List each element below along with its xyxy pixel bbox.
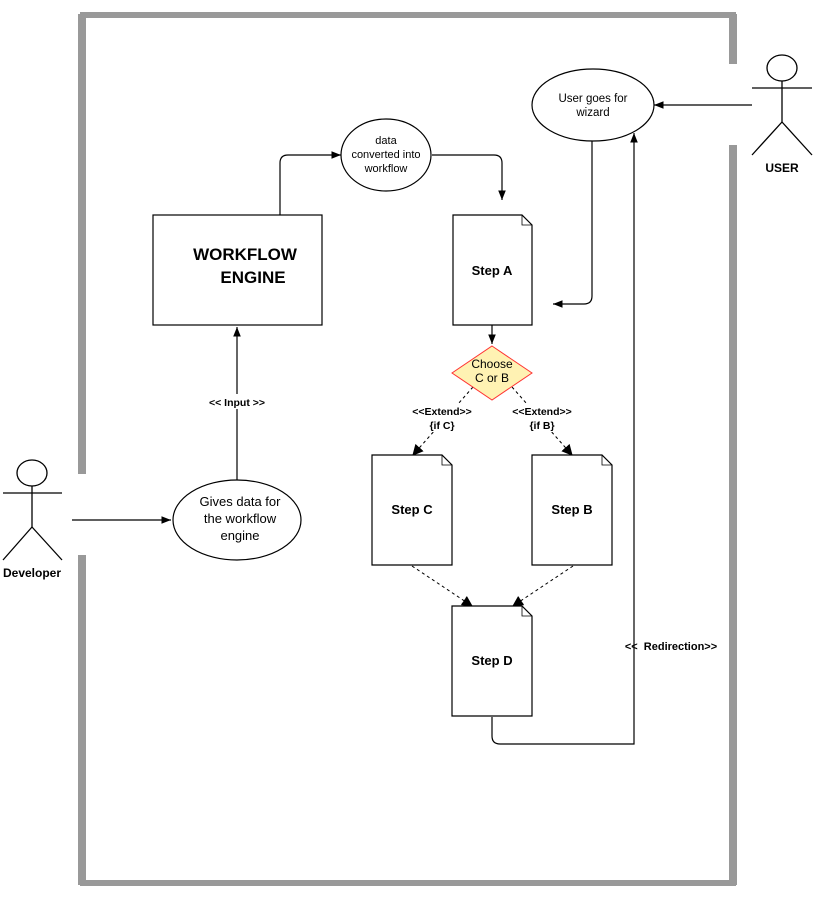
step-label: Step B <box>551 502 592 517</box>
use-case-label-line: converted into <box>351 149 420 161</box>
edge-label-text: << Input >> <box>209 397 265 409</box>
edge-engine-to-data <box>279 151 341 215</box>
boundary-top <box>80 12 736 18</box>
boundary-left-lower <box>78 555 86 885</box>
edge-wizard-to-step-a <box>553 140 593 308</box>
step-a-node[interactable]: Step A <box>452 214 533 326</box>
stick-figure-icon <box>2 459 63 561</box>
step-b-node[interactable]: Step B <box>531 454 613 566</box>
use-case-label-line: User goes for <box>558 93 627 105</box>
page-fold-icon <box>441 455 452 466</box>
step-d-node[interactable]: Step D <box>451 605 533 717</box>
decision-label-line: Choose <box>471 357 513 371</box>
edge-label-text: << Redirection>> <box>625 641 717 653</box>
use-case-label-line: workflow <box>364 163 408 175</box>
edge-redirection <box>491 133 638 745</box>
use-case-user-goes-for-wizard[interactable]: User goes for wizard <box>531 68 655 142</box>
developer-actor-label: Developer <box>3 566 61 580</box>
edge-label-line: {if B} <box>529 420 554 432</box>
input-edge-label: << Input >> <box>203 394 271 409</box>
user-actor[interactable]: USER <box>751 54 813 175</box>
extend-b-label: <<Extend>> {if B} <box>506 404 578 432</box>
developer-actor[interactable]: Developer <box>2 459 63 580</box>
use-case-data-converted[interactable]: data converted into workflow <box>340 118 432 192</box>
dashed-connectors <box>411 386 574 607</box>
workflow-engine-label-line: WORKFLOW <box>193 245 298 264</box>
edge-label-line: <<Extend>> <box>412 406 472 418</box>
use-case-gives-data[interactable]: Gives data for the workflow engine <box>172 479 302 561</box>
boundary-right-lower <box>729 145 737 885</box>
boundary-bottom <box>80 880 736 886</box>
use-case-label-line: the workflow <box>204 511 277 526</box>
page-fold-icon <box>521 215 532 226</box>
page-fold-icon <box>601 455 612 466</box>
decision-label-line: C or B <box>475 371 509 385</box>
use-case-label-line: data <box>375 135 397 147</box>
step-label: Step C <box>391 502 433 517</box>
workflow-engine-label-line: ENGINE <box>220 268 285 287</box>
step-label: Step D <box>471 653 512 668</box>
redirection-edge-label: << Redirection>> <box>625 641 717 653</box>
use-case-label-line: wizard <box>575 107 609 119</box>
edge-label-line: {if C} <box>429 420 454 432</box>
use-case-label-line: engine <box>220 528 259 543</box>
stick-figure-icon <box>751 54 813 156</box>
step-c-node[interactable]: Step C <box>371 454 453 566</box>
boundary-left-upper <box>78 14 86 474</box>
edge-step-b-to-d <box>512 565 574 607</box>
edge-data-to-step-a <box>432 154 506 200</box>
decision-choose-c-or-b[interactable]: Choose C or B <box>451 345 533 401</box>
use-case-label-line: Gives data for <box>200 494 282 509</box>
user-actor-label: USER <box>765 161 799 175</box>
edge-label-line: <<Extend>> <box>512 406 572 418</box>
system-boundary <box>78 12 737 886</box>
extend-c-label: <<Extend>> {if C} <box>406 404 478 432</box>
page-fold-icon <box>521 606 532 617</box>
boundary-right-upper <box>729 14 737 64</box>
workflow-engine-box[interactable]: WORKFLOW ENGINE <box>152 214 323 326</box>
edge-step-c-to-d <box>411 565 473 607</box>
step-label: Step A <box>472 263 513 278</box>
